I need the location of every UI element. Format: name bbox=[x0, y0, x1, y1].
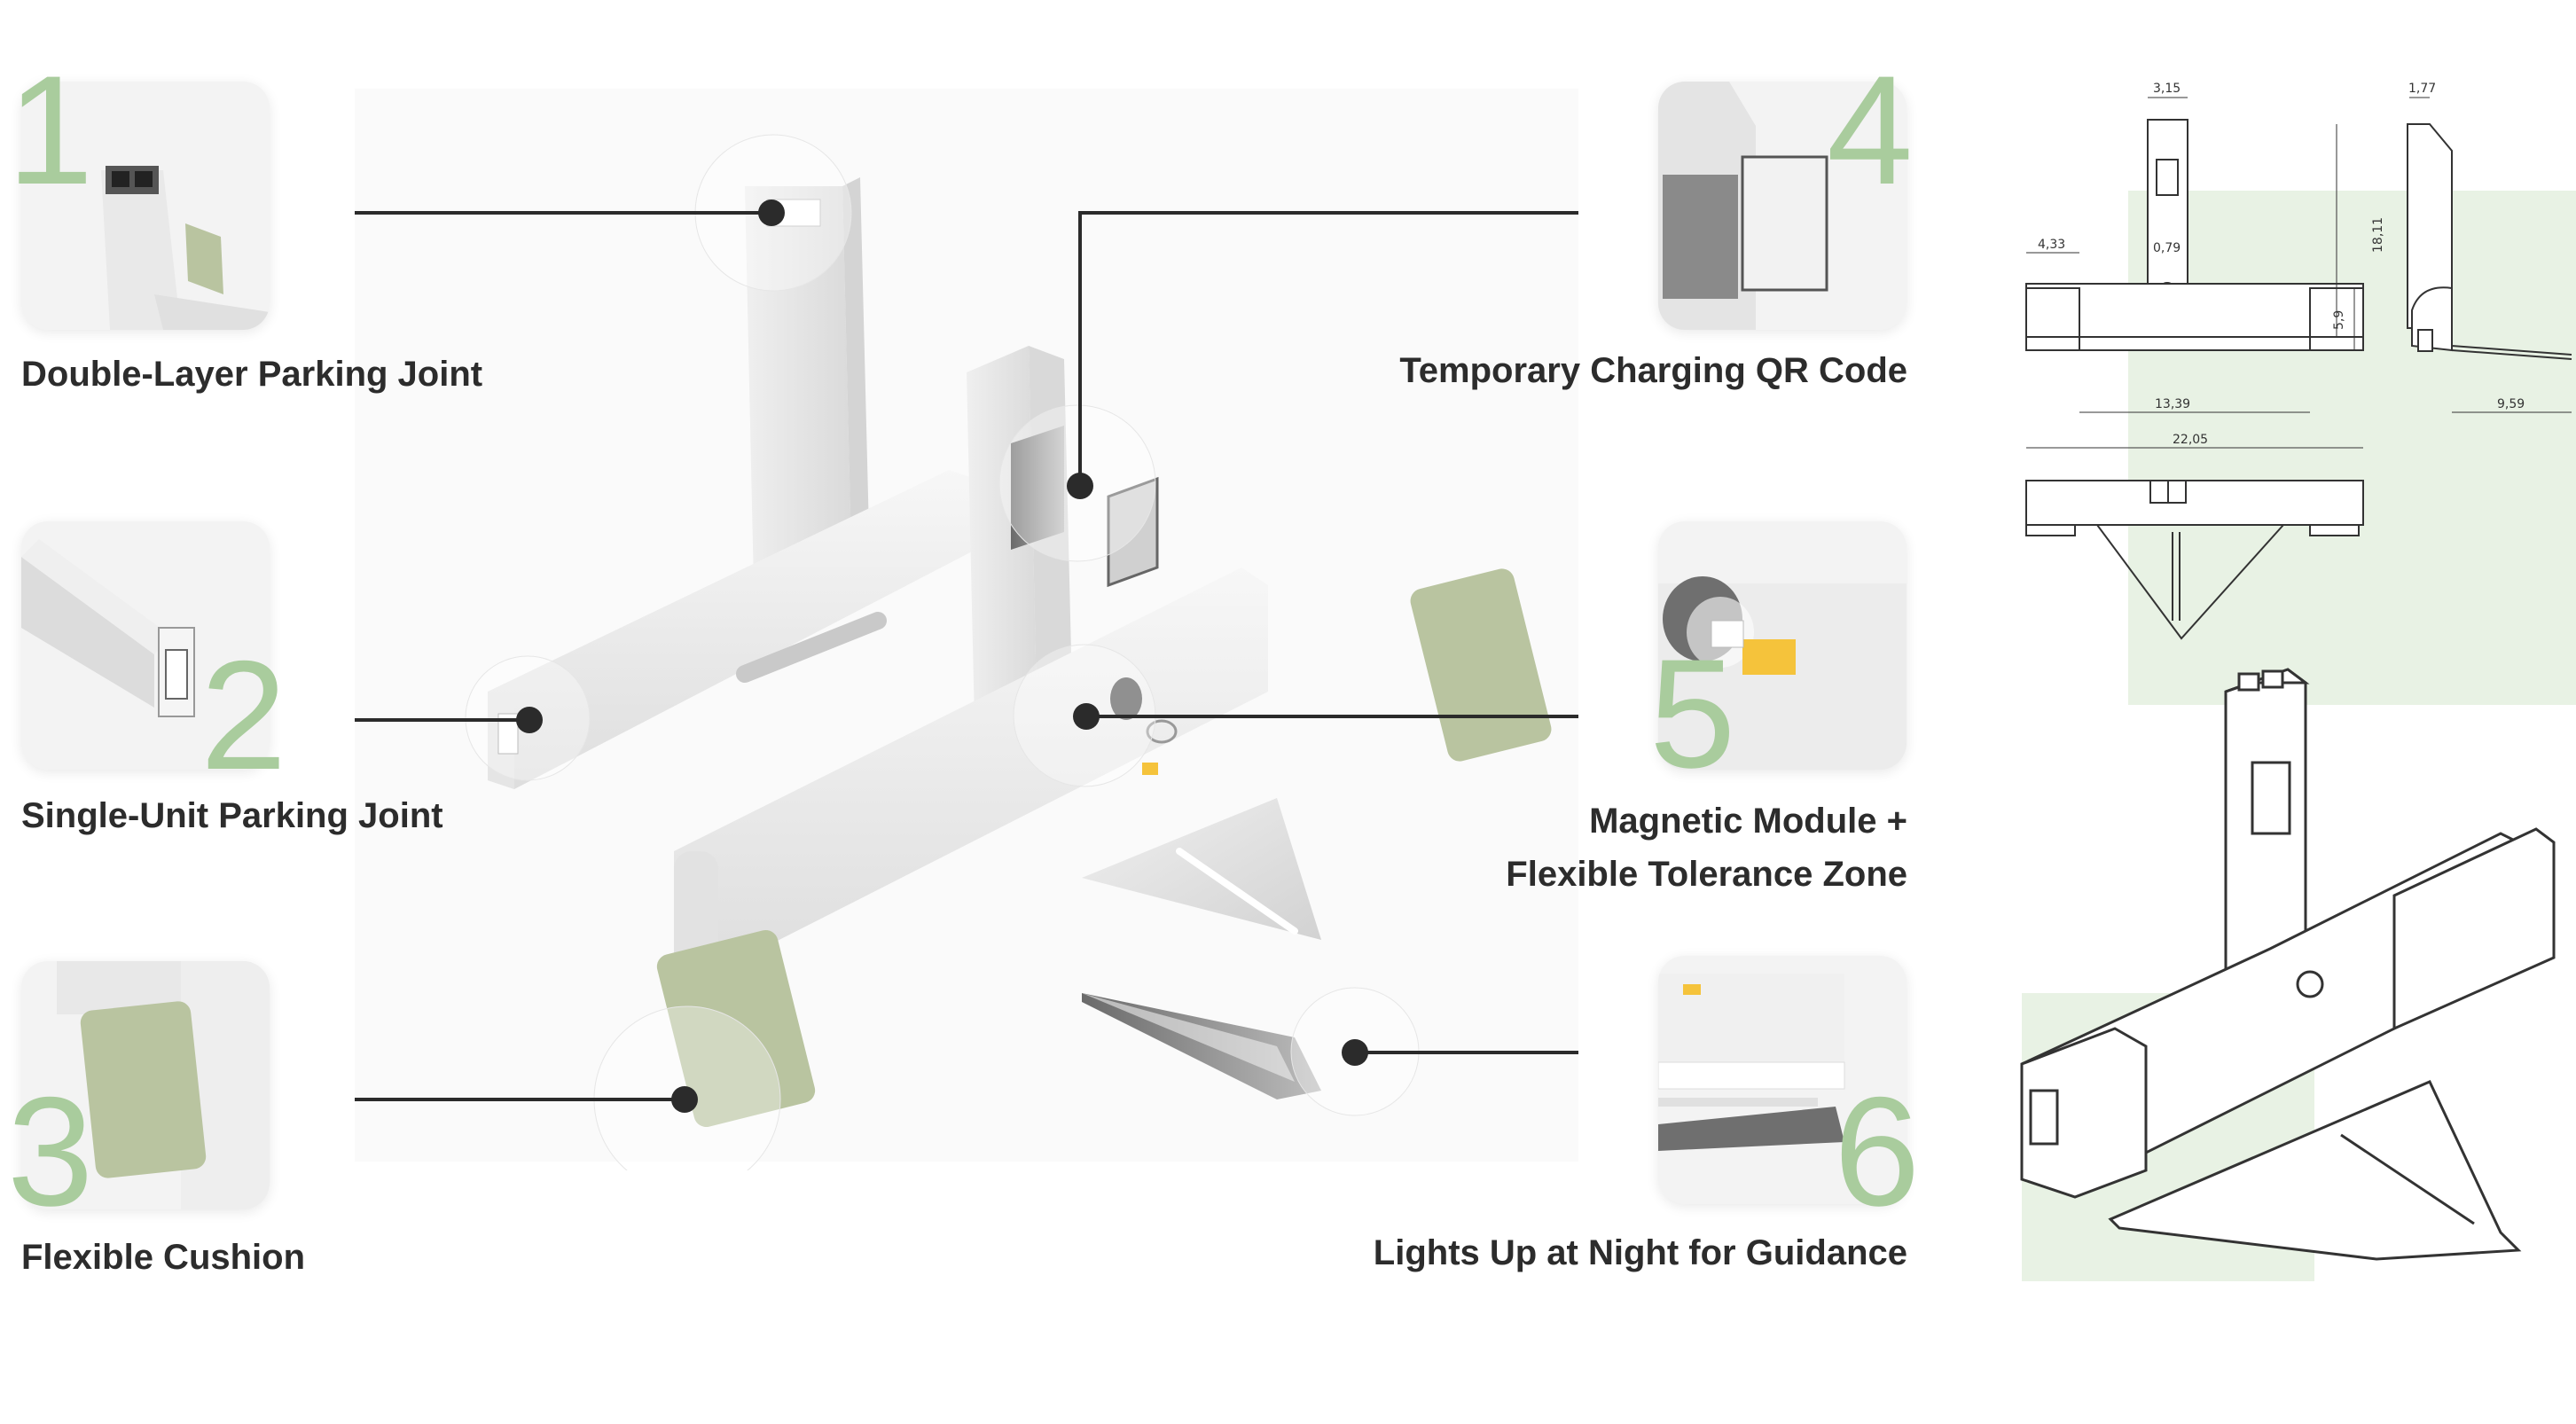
number-3: 3 bbox=[7, 1066, 94, 1239]
base-bar bbox=[674, 567, 1268, 975]
double-layer-post bbox=[745, 177, 869, 585]
dim-arm-height: 5,9 bbox=[2332, 310, 2346, 330]
dim-base-span: 13,39 bbox=[2155, 397, 2190, 411]
number-1: 1 bbox=[7, 44, 94, 217]
single-unit-bar bbox=[488, 470, 975, 789]
thumb-2 bbox=[21, 521, 270, 770]
cushion-back bbox=[1410, 568, 1552, 762]
dim-top-width: 3,15 bbox=[2153, 82, 2181, 96]
thumb-6 bbox=[1658, 956, 1907, 1204]
dim-overall-width: 22,05 bbox=[2173, 433, 2208, 447]
exploded-view bbox=[355, 89, 1578, 1170]
leader-lines bbox=[355, 211, 1578, 1101]
number-5: 5 bbox=[1649, 628, 1736, 801]
thumb-5 bbox=[1658, 521, 1907, 770]
leader-dots bbox=[516, 200, 1368, 1113]
dim-side-depth: 9,59 bbox=[2497, 397, 2525, 411]
label-magnetic-module-line2: Flexible Tolerance Zone bbox=[1506, 855, 1907, 894]
number-2: 2 bbox=[200, 630, 287, 802]
label-single-unit-parking-joint: Single-Unit Parking Joint bbox=[21, 796, 443, 835]
dim-side-width: 1,77 bbox=[2408, 82, 2436, 96]
dimension-lines bbox=[2026, 97, 2572, 449]
thumb-3 bbox=[21, 961, 270, 1209]
label-flexible-cushion: Flexible Cushion bbox=[21, 1238, 306, 1277]
number-4: 4 bbox=[1827, 44, 1914, 217]
dim-height: 18,11 bbox=[2371, 217, 2385, 253]
render-backdrop bbox=[355, 89, 1578, 1162]
technical-drawings: 3,15 1,77 4,33 0,79 18,11 5,9 13,39 9,59… bbox=[2020, 82, 2576, 1281]
label-temporary-charging-qr-code: Temporary Charging QR Code bbox=[1399, 351, 1907, 390]
number-6: 6 bbox=[1834, 1066, 1921, 1239]
label-lights-up-at-night: Lights Up at Night for Guidance bbox=[1373, 1233, 1907, 1272]
qr-plate bbox=[967, 346, 1159, 763]
isometric-view bbox=[2020, 668, 2556, 1261]
side-view bbox=[2407, 123, 2572, 360]
top-view bbox=[2025, 480, 2364, 640]
label-magnetic-module-line1: Magnetic Module + bbox=[1589, 802, 1907, 841]
label-double-layer-parking-joint: Double-Layer Parking Joint bbox=[21, 355, 483, 394]
triangle-foot bbox=[1082, 798, 1321, 1099]
cushion-front bbox=[656, 930, 816, 1127]
thumb-1 bbox=[21, 82, 270, 330]
dim-left-offset: 4,33 bbox=[2038, 238, 2065, 252]
thumb-4 bbox=[1658, 82, 1907, 330]
dim-hole: 0,79 bbox=[2153, 241, 2181, 255]
